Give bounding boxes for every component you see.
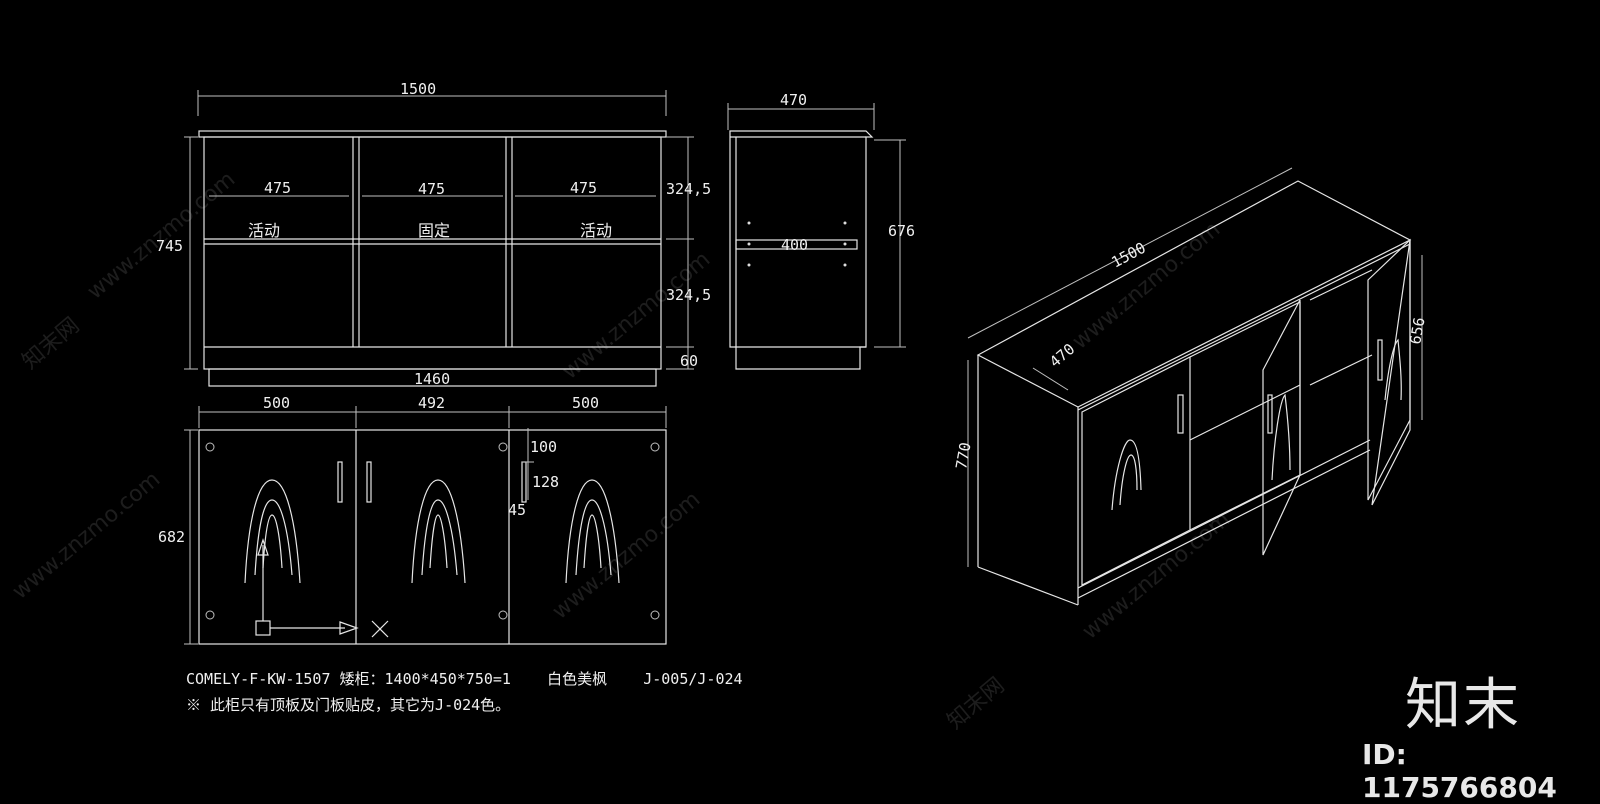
note-line-2: ※ 此柜只有顶板及门板贴皮，其它为J-024色。 — [186, 696, 511, 714]
shelf-label-1: 活动 — [248, 221, 280, 240]
watermark-brand-small: 知末网 — [943, 673, 1010, 735]
iso-height: 770 — [952, 441, 974, 471]
isometric-view: 1500 470 770 656 — [952, 167, 1429, 606]
door-width-1: 500 — [263, 394, 290, 412]
door-width-3: 500 — [572, 394, 599, 412]
lower-compartment-height: 324,5 — [666, 286, 711, 304]
watermark-text: www.znzmo.com — [83, 167, 240, 305]
upper-compartment-height: 324,5 — [666, 180, 711, 198]
handle-edge: 45 — [508, 501, 526, 519]
front-view: 1500 475 475 475 活动 固定 活动 745 — [156, 80, 711, 388]
note-line-1: COMELY-F-KW-1507 矮柜：1400*450*750=1 白色美枫 … — [186, 670, 743, 688]
bay-width-3: 475 — [570, 179, 597, 197]
shelf-label-3: 活动 — [580, 221, 612, 240]
brand-id: ID: 1175766804 — [1362, 738, 1557, 804]
bay-width-2: 475 — [418, 180, 445, 198]
shelf-label-2: 固定 — [418, 221, 450, 240]
door-view: 500 492 500 — [158, 394, 667, 645]
handle-offset: 100 — [530, 438, 557, 456]
side-view: 470 400 676 — [727, 91, 915, 370]
iso-door-height: 656 — [1406, 316, 1428, 346]
side-depth: 470 — [780, 91, 807, 109]
iso-depth: 470 — [1046, 340, 1078, 371]
inner-width: 1460 — [414, 370, 450, 388]
handle-length: 128 — [532, 473, 559, 491]
plinth-height: 60 — [680, 352, 698, 370]
watermark-text: www.znzmo.com — [8, 467, 165, 605]
shelf-depth: 400 — [781, 236, 808, 254]
door-width-2: 492 — [418, 394, 445, 412]
watermark-brand-small: 知末网 — [18, 313, 85, 375]
iso-length: 1500 — [1108, 239, 1148, 272]
front-height: 745 — [156, 237, 183, 255]
watermark-text: www.znzmo.com — [548, 487, 705, 625]
side-height: 676 — [888, 222, 915, 240]
watermark-layer: www.znzmo.com www.znzmo.com www.znzmo.co… — [8, 167, 1235, 735]
bay-width-1: 475 — [264, 179, 291, 197]
front-overall-width: 1500 — [400, 80, 436, 98]
door-height: 682 — [158, 528, 185, 546]
brand-logo: 知末 — [1405, 673, 1521, 738]
watermark-text: www.znzmo.com — [1068, 217, 1225, 355]
